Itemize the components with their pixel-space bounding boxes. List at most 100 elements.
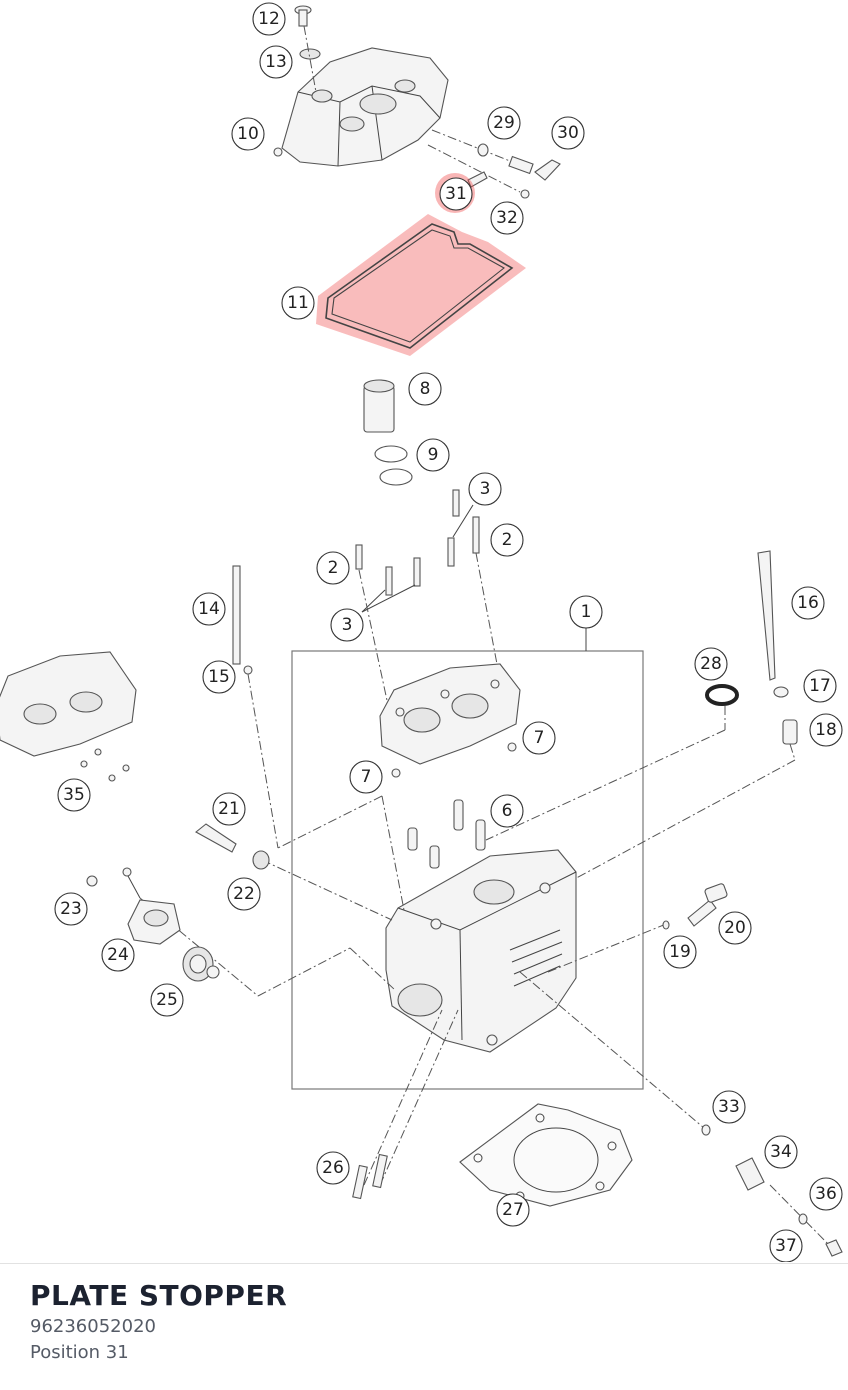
svg-text:31: 31 — [445, 184, 467, 204]
washer-29[interactable] — [477, 143, 489, 157]
callout-6[interactable]: 6 — [490, 794, 524, 828]
exploded-parts-diagram: 12 13 10 29 30 31 32 11 8 9 3 2 2 3 1 14… — [0, 2, 843, 1262]
bolt-14[interactable] — [232, 565, 241, 665]
svg-text:11: 11 — [287, 293, 309, 313]
svg-text:28: 28 — [700, 654, 722, 674]
bolts-2-3[interactable] — [355, 489, 480, 596]
sleeve-18[interactable] — [782, 719, 798, 745]
svg-text:3: 3 — [342, 615, 353, 635]
svg-text:26: 26 — [322, 1158, 344, 1178]
callout-20[interactable]: 20 — [718, 911, 752, 945]
svg-text:35: 35 — [63, 785, 85, 805]
head-gasket[interactable] — [459, 1103, 633, 1207]
callout-15[interactable]: 15 — [202, 660, 236, 694]
callout-33[interactable]: 33 — [712, 1090, 746, 1124]
part-position: Position 31 — [30, 1342, 129, 1363]
o-ring-9a[interactable] — [374, 445, 408, 463]
sensor-34[interactable] — [735, 1157, 765, 1191]
part-number: 96236052020 — [30, 1316, 156, 1337]
svg-text:9: 9 — [428, 445, 439, 465]
callout-29[interactable]: 29 — [487, 106, 521, 140]
thermostat-housing-24[interactable] — [127, 899, 181, 945]
svg-text:23: 23 — [60, 899, 82, 919]
callout-32[interactable]: 32 — [490, 201, 524, 235]
callout-7a[interactable]: 7 — [522, 721, 556, 755]
callout-21[interactable]: 21 — [212, 792, 246, 826]
callout-2b[interactable]: 2 — [316, 551, 350, 585]
svg-text:18: 18 — [815, 720, 837, 740]
svg-text:33: 33 — [718, 1097, 740, 1117]
callout-31[interactable]: 31 — [439, 177, 473, 211]
callout-23[interactable]: 23 — [54, 892, 88, 926]
valve-cover[interactable] — [273, 47, 449, 167]
callout-13[interactable]: 13 — [259, 45, 293, 79]
svg-text:27: 27 — [502, 1200, 524, 1220]
dowel-tubes-26[interactable] — [352, 1153, 388, 1200]
svg-text:12: 12 — [258, 9, 280, 29]
svg-text:14: 14 — [198, 599, 220, 619]
callout-18[interactable]: 18 — [809, 713, 843, 747]
svg-text:7: 7 — [361, 767, 372, 787]
callout-11[interactable]: 11 — [281, 286, 315, 320]
thermostat-25[interactable] — [182, 946, 220, 982]
callout-30[interactable]: 30 — [551, 116, 585, 150]
valve-cover-gasket[interactable] — [325, 223, 514, 349]
callout-7b[interactable]: 7 — [349, 760, 383, 794]
svg-text:1: 1 — [581, 602, 592, 622]
callout-16[interactable]: 16 — [791, 586, 825, 620]
part-name: PLATE STOPPER — [30, 1279, 288, 1312]
highlight-11 — [316, 214, 526, 356]
callout-3a[interactable]: 3 — [468, 472, 502, 506]
callout-3b[interactable]: 3 — [330, 608, 364, 642]
sensor-20[interactable] — [687, 883, 728, 927]
callout-24[interactable]: 24 — [101, 938, 135, 972]
svg-text:16: 16 — [797, 593, 819, 613]
callout-34[interactable]: 34 — [764, 1135, 798, 1169]
svg-text:36: 36 — [815, 1184, 837, 1204]
valve-guides[interactable] — [407, 799, 486, 869]
callout-26[interactable]: 26 — [316, 1151, 350, 1185]
screw-32[interactable] — [520, 189, 530, 199]
svg-text:21: 21 — [218, 799, 240, 819]
callout-14[interactable]: 14 — [192, 592, 226, 626]
breather-fitting[interactable] — [508, 155, 561, 181]
part-info-panel: PLATE STOPPER 96236052020 Position 31 — [30, 1278, 287, 1366]
callout-17[interactable]: 17 — [803, 669, 837, 703]
plug-21[interactable] — [195, 823, 237, 853]
callout-25[interactable]: 25 — [150, 983, 184, 1017]
callout-35[interactable]: 35 — [57, 778, 91, 812]
callout-12[interactable]: 12 — [252, 2, 286, 36]
svg-text:8: 8 — [420, 379, 431, 399]
callout-1[interactable]: 1 — [569, 595, 603, 629]
callout-27[interactable]: 27 — [496, 1193, 530, 1227]
tappet-8[interactable] — [363, 379, 395, 433]
footer-divider — [0, 1263, 848, 1264]
svg-text:22: 22 — [233, 884, 255, 904]
svg-text:32: 32 — [496, 208, 518, 228]
callout-10[interactable]: 10 — [231, 117, 265, 151]
callout-28[interactable]: 28 — [694, 647, 728, 681]
callout-37[interactable]: 37 — [769, 1229, 803, 1262]
svg-text:6: 6 — [502, 801, 513, 821]
plate-stopper-31[interactable] — [467, 171, 488, 188]
callout-22[interactable]: 22 — [227, 877, 261, 911]
svg-text:17: 17 — [809, 676, 831, 696]
svg-text:34: 34 — [770, 1142, 792, 1162]
svg-text:13: 13 — [265, 52, 287, 72]
camshaft-carrier[interactable] — [379, 663, 521, 765]
svg-text:10: 10 — [237, 124, 259, 144]
bolt-37[interactable] — [825, 1239, 843, 1257]
washer-22[interactable] — [252, 850, 270, 870]
callout-19[interactable]: 19 — [663, 935, 697, 969]
inset-carrier-35[interactable] — [0, 651, 137, 782]
o-ring-28[interactable] — [705, 684, 739, 706]
callout-2a[interactable]: 2 — [490, 523, 524, 557]
cylinder-head[interactable] — [385, 849, 577, 1053]
callout-36[interactable]: 36 — [809, 1177, 843, 1211]
callout-9[interactable]: 9 — [416, 438, 450, 472]
bolt-16[interactable] — [757, 550, 776, 681]
screw-23[interactable] — [86, 875, 98, 887]
o-ring-9b[interactable] — [379, 468, 413, 486]
cover-bolt[interactable] — [294, 5, 321, 60]
callout-8[interactable]: 8 — [408, 372, 442, 406]
